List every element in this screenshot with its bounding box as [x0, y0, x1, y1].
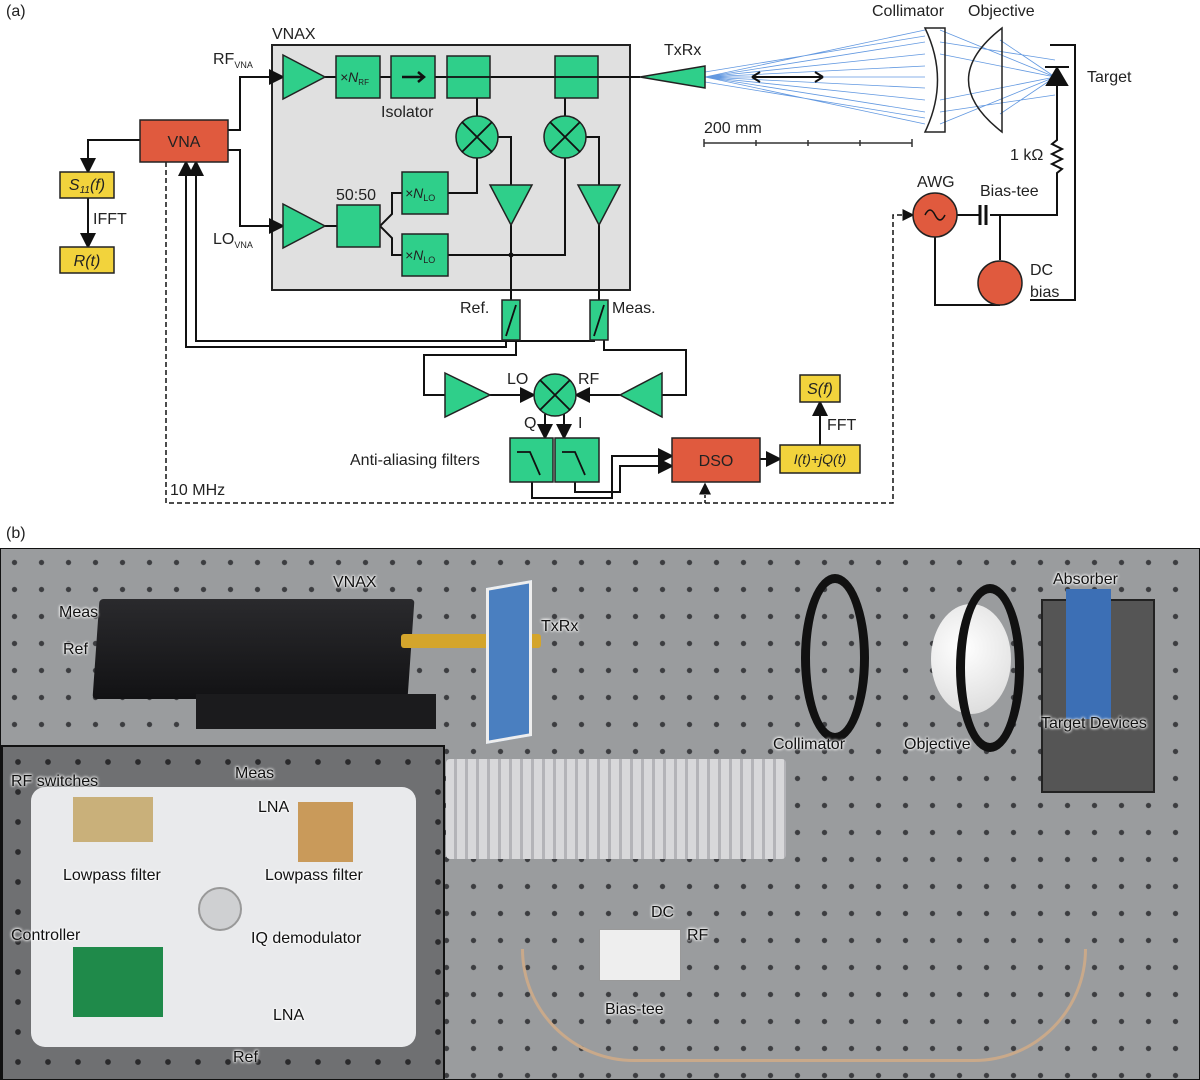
- vna-label: VNA: [168, 134, 201, 151]
- collimator-lens: [923, 27, 946, 133]
- photo-label-absorber: Absorber: [1053, 571, 1118, 588]
- s11-label: S11(f): [69, 177, 105, 196]
- panel-b-label: (b): [6, 525, 26, 542]
- if-amp-2: [576, 184, 622, 227]
- inset-iq-demodulator: IQ demodulator: [251, 930, 362, 947]
- photo-label-txrx: TxRx: [541, 618, 579, 635]
- inset-lna-bottom: LNA: [273, 1007, 305, 1024]
- vnax-module: [92, 599, 415, 699]
- inset-lowpass-left: Lowpass filter: [63, 867, 161, 884]
- n-rf-label: ×NRF: [340, 69, 369, 87]
- n-lo-label-2: ×NLO: [405, 247, 435, 265]
- vna-box: [139, 119, 229, 163]
- sf-label: S(f): [807, 381, 833, 398]
- ref-label: Ref.: [460, 300, 489, 317]
- dc-label: DC: [1030, 262, 1053, 279]
- target-diode-icon: [1045, 66, 1069, 86]
- inset-lowpass-right: Lowpass filter: [265, 867, 363, 884]
- setup-photo: VNAX Meas Ref TxRx Absorber Collimator O…: [0, 548, 1200, 1080]
- n-lo-label-1: ×NLO: [405, 185, 435, 203]
- lo-lna: [444, 371, 492, 419]
- meas-label: Meas.: [612, 300, 656, 317]
- heatsink: [446, 759, 786, 859]
- collimator-label: Collimator: [872, 3, 945, 20]
- rt-box: [59, 246, 115, 274]
- collimator-mount: [801, 574, 869, 742]
- scale-bar: [703, 139, 913, 147]
- photo-label-dc: DC: [651, 904, 675, 921]
- s11-box: [59, 171, 115, 199]
- inset-ref: Ref: [233, 1049, 258, 1066]
- sf-box: [799, 374, 841, 403]
- fft-label: FFT: [827, 417, 857, 434]
- double-arrow: [751, 71, 824, 83]
- absorber: [1066, 589, 1111, 719]
- rf-label: RF: [578, 371, 600, 388]
- objective-lens: [967, 26, 1003, 134]
- rf-multiplier: [335, 55, 381, 99]
- photo-label-rf: RF: [687, 927, 709, 944]
- txrx-label: TxRx: [664, 42, 701, 59]
- photo-label-meas: Meas: [59, 604, 99, 621]
- inset-lna-top: LNA: [258, 799, 290, 816]
- awg-label: AWG: [917, 174, 955, 191]
- iq-board-inset: RF switches Meas LNA Lowpass filter Lowp…: [1, 745, 445, 1079]
- if-amp-1: [488, 184, 534, 227]
- iq-demodulator-chip: [198, 887, 242, 931]
- inset-meas: Meas: [235, 765, 275, 782]
- q-label: Q: [524, 415, 536, 432]
- vnax-stand: [196, 694, 436, 729]
- objective-label: Objective: [968, 3, 1035, 20]
- horn-antenna: [639, 65, 706, 89]
- rf-lna: [618, 371, 663, 419]
- block-diagram: (a) VNAX: [6, 3, 1132, 542]
- photo-label-target-devices: Target Devices: [1041, 715, 1147, 732]
- filters-label: Anti-aliasing filters: [350, 452, 480, 469]
- scale-label: 200 mm: [704, 120, 762, 137]
- iq-label: I(t)+jQ(t): [794, 451, 847, 467]
- splitter-box: [336, 204, 381, 248]
- i-label: I: [578, 415, 582, 432]
- lo-amplifier: [282, 202, 327, 250]
- panel-a-label: (a): [6, 3, 26, 20]
- photo-label-bias-tee: Bias-tee: [605, 1001, 664, 1018]
- lo-vna-label: LOVNA: [213, 231, 253, 250]
- lo-multiplier-2: [401, 233, 449, 277]
- lna-board: [298, 802, 353, 862]
- dso-box: [671, 437, 761, 483]
- photo-label-collimator: Collimator: [773, 736, 846, 753]
- ifft-label: IFFT: [93, 211, 127, 228]
- photo-label-objective: Objective: [904, 736, 971, 753]
- inset-rf-switches: RF switches: [11, 773, 99, 790]
- splitter-label: 50:50: [336, 187, 376, 204]
- txrx-absorber: [486, 579, 532, 745]
- rf-amplifier: [282, 53, 327, 101]
- filter-q: [509, 437, 554, 483]
- filter-i: [554, 437, 600, 483]
- rf-vna-label: RFVNA: [213, 51, 253, 70]
- isolator-label: Isolator: [381, 104, 434, 121]
- rt-label: R(t): [74, 253, 101, 270]
- dc-bias-source: [977, 260, 1023, 306]
- photo-label-vnax: VNAX: [333, 574, 377, 591]
- inset-controller: Controller: [11, 927, 81, 944]
- lo-multiplier-1: [401, 171, 449, 215]
- dso-label: DSO: [699, 453, 734, 470]
- objective-mount: [956, 584, 1024, 752]
- clock-label: 10 MHz: [170, 482, 225, 499]
- rf-switch-board: [73, 797, 153, 842]
- iq-box: [779, 444, 861, 474]
- bias-tee-label: Bias-tee: [980, 183, 1039, 200]
- photo-label-ref: Ref: [63, 641, 88, 658]
- lo-label: LO: [507, 371, 528, 388]
- target-label: Target: [1087, 69, 1132, 86]
- bias-label: bias: [1030, 284, 1059, 301]
- resistor-label: 1 kΩ: [1010, 147, 1043, 164]
- controller-board: [73, 947, 163, 1017]
- vnax-label: VNAX: [272, 26, 316, 43]
